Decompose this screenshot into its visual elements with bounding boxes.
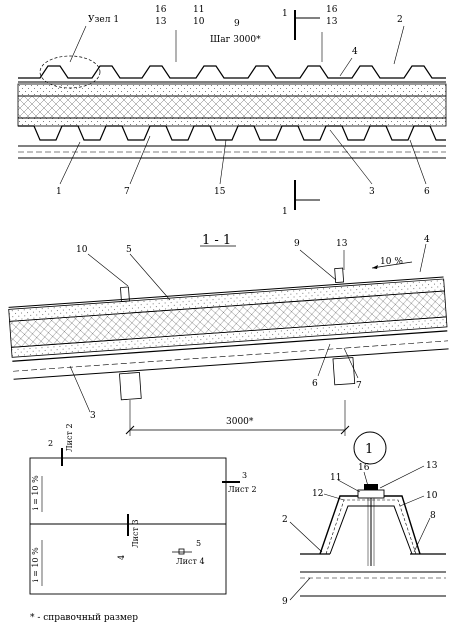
plan-slope-top: i = 10 % — [31, 475, 40, 510]
plan-sheet3: Лист 3 — [131, 519, 140, 548]
top-callout-11: 11 — [193, 5, 204, 15]
detail-callout-12: 12 — [312, 489, 323, 499]
top-callout-16a: 16 — [155, 5, 167, 15]
roof-plan — [29, 448, 240, 595]
detail-callout-16: 16 — [358, 463, 370, 473]
top-callout-13b: 13 — [326, 17, 338, 27]
top-upper-board — [17, 83, 447, 97]
plan-slope-bottom: i = 10 % — [31, 547, 40, 582]
top-callout-7: 7 — [124, 187, 130, 197]
plan-sheet2-top: Лист 2 — [65, 423, 74, 452]
section-callout-13: 13 — [336, 239, 348, 249]
section-callout-9: 9 — [294, 239, 300, 249]
top-callout-6: 6 — [424, 187, 430, 197]
detail-callout-13: 13 — [426, 461, 438, 471]
detail-node-number: 1 — [365, 442, 373, 457]
node-1-label: Узел 1 — [88, 15, 119, 25]
top-callout-13a: 13 — [155, 17, 167, 27]
top-insulation — [17, 95, 447, 119]
plan-sheet2-right: Лист 2 — [228, 485, 257, 494]
top-lower-board — [17, 117, 447, 127]
top-profiled-sheet — [18, 65, 446, 79]
section-title: 1 - 1 — [202, 233, 231, 248]
section-1-1-view — [8, 243, 449, 436]
footnote: * - справочный размер — [30, 613, 138, 623]
detail-callout-10: 10 — [426, 491, 438, 501]
top-callout-9: 9 — [234, 19, 240, 29]
section-lower-board — [10, 316, 448, 358]
section-callout-10: 10 — [76, 245, 88, 255]
dimension-3000: 3000* — [226, 417, 254, 427]
top-cut-label-top: 1 — [282, 9, 288, 19]
top-callout-4: 4 — [352, 47, 358, 57]
top-callout-15: 15 — [214, 187, 226, 197]
detail-callout-2: 2 — [282, 515, 288, 525]
section-callout-3: 3 — [90, 411, 96, 421]
plan-num-4: 4 — [117, 555, 126, 560]
step-label: Шаг 3000* — [210, 35, 261, 45]
section-callout-6: 6 — [312, 379, 318, 389]
top-cut-label-bottom: 1 — [282, 207, 288, 217]
top-section-view — [17, 10, 447, 210]
plan-num-5: 5 — [196, 539, 201, 548]
plan-num-3: 3 — [242, 471, 247, 480]
slope-label: 10 % — [380, 257, 403, 267]
plan-sheet4: Лист 4 — [176, 557, 205, 566]
node-1-highlight — [39, 55, 101, 89]
top-callout-1: 1 — [56, 187, 62, 197]
detail-callout-11: 11 — [330, 473, 341, 483]
section-callout-7: 7 — [356, 381, 362, 391]
detail-callout-8: 8 — [430, 511, 436, 521]
section-callout-4: 4 — [424, 235, 430, 245]
detail-callout-9: 9 — [282, 597, 288, 607]
top-callout-3: 3 — [369, 187, 375, 197]
top-callout-2: 2 — [397, 15, 403, 25]
section-callout-5: 5 — [126, 245, 132, 255]
top-callout-16b: 16 — [326, 5, 338, 15]
bottom-profiled-sheet — [18, 125, 446, 141]
top-callout-10: 10 — [193, 17, 205, 27]
node-1-detail — [289, 431, 446, 601]
plan-num-2: 2 — [48, 439, 53, 448]
